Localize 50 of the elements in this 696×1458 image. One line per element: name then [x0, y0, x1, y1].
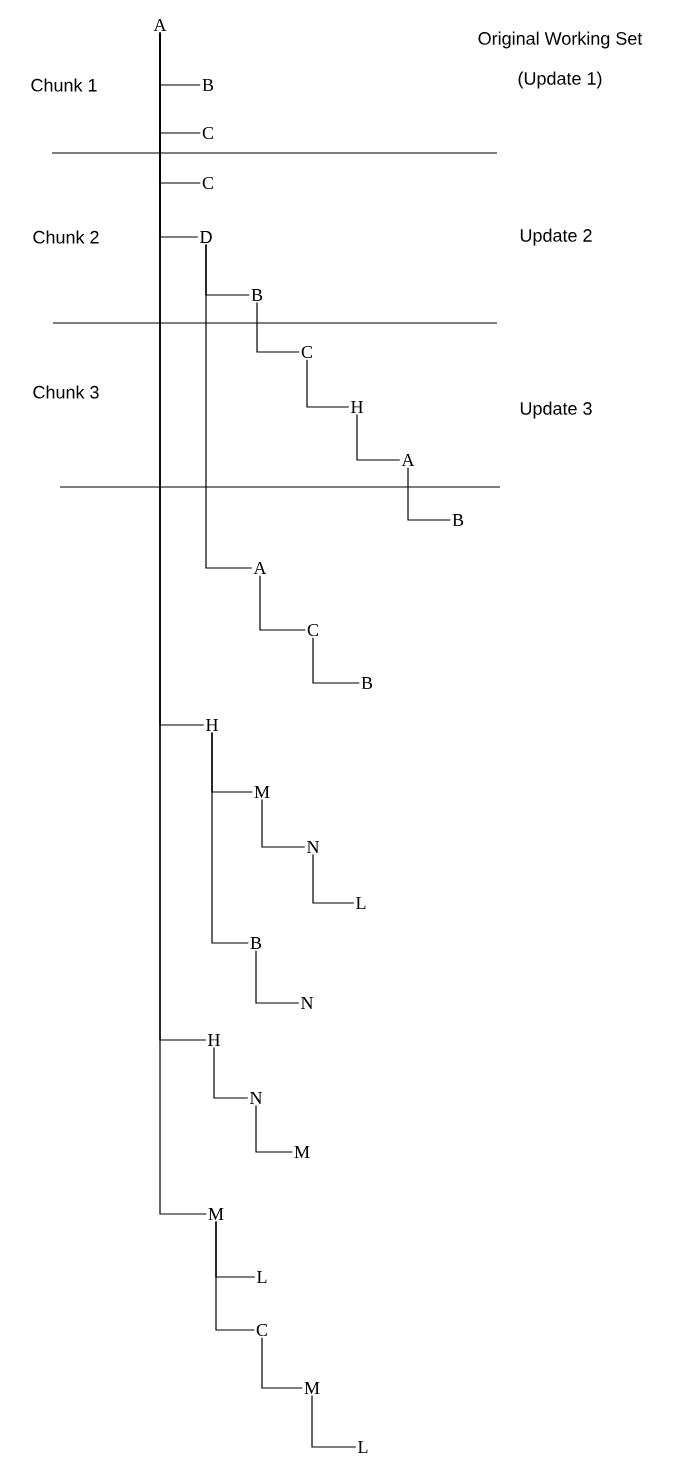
tree-letter: N — [250, 1092, 263, 1104]
tree-letter: H — [208, 1034, 220, 1046]
tree-letter: M — [304, 1382, 320, 1394]
tree-letter: A — [253, 562, 267, 574]
tree-letter: H — [206, 719, 218, 731]
side-label: Chunk 1 — [31, 78, 97, 92]
tree-letter: M — [254, 786, 270, 798]
tree-letter: L — [257, 1271, 267, 1283]
tree-connector — [261, 799, 306, 848]
tree-letter: C — [301, 345, 312, 359]
tree-connector — [312, 854, 355, 904]
tree-connector — [259, 575, 306, 631]
side-label: (Update 1) — [518, 71, 602, 89]
tree-connector — [261, 1337, 303, 1389]
tree-letter: A — [401, 454, 415, 466]
tree-letter: D — [200, 231, 212, 243]
tree-letter: L — [356, 897, 366, 909]
side-label: Chunk 3 — [33, 385, 99, 399]
tree-connector — [205, 244, 253, 569]
tree-connector — [255, 950, 300, 1004]
tree-letter: B — [250, 937, 262, 949]
tree-letter: C — [307, 623, 318, 637]
tree-letter: C — [256, 1323, 267, 1337]
tree-letter: B — [361, 677, 373, 689]
tree-letter: M — [294, 1146, 310, 1158]
tree-letter: L — [358, 1441, 368, 1453]
tree-connector — [213, 1047, 249, 1099]
side-label: Update 2 — [520, 228, 592, 246]
side-label: Original Working Set — [478, 31, 643, 49]
tree-connector — [311, 1395, 357, 1448]
tree-connector — [356, 414, 401, 461]
tree-connector — [306, 359, 350, 408]
tree-letter: N — [307, 841, 320, 853]
tree-connector — [407, 467, 451, 521]
tree-letter: H — [351, 401, 363, 413]
tree-letter: B — [202, 79, 214, 91]
tree-letter: B — [452, 514, 464, 526]
side-label: Update 3 — [520, 401, 592, 419]
tree-letter: C — [202, 126, 213, 140]
tree-connector — [256, 302, 300, 353]
tree-letter: C — [202, 176, 213, 190]
tree-letter: M — [208, 1208, 224, 1220]
side-label: Chunk 2 — [33, 230, 99, 244]
tree-connector — [255, 1105, 293, 1153]
tree-connector — [211, 732, 249, 944]
tree-connector — [215, 1221, 255, 1331]
tree-letter: A — [153, 19, 167, 31]
tree-letter: N — [301, 997, 314, 1009]
tree-letter: B — [251, 289, 263, 301]
tree-connector — [312, 637, 360, 684]
